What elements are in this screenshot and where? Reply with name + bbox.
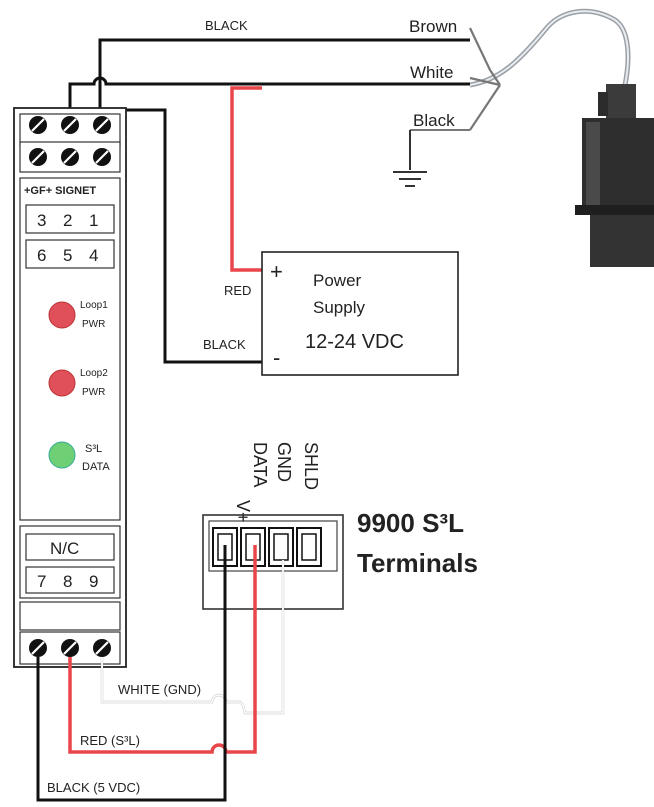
terminal-a-1: 1 xyxy=(89,211,98,230)
pin-gnd-label: GND xyxy=(274,442,294,482)
wire-white-signal xyxy=(68,76,470,122)
screw-top-5 xyxy=(61,148,79,166)
sensor-neck xyxy=(606,84,636,120)
s3l-title-line1: 9900 S³L xyxy=(357,508,464,538)
terminal-label-box-a xyxy=(25,204,115,234)
wire-black-to-minus xyxy=(108,108,262,364)
sensor-neck-shade xyxy=(598,92,608,116)
terminal-b-6: 6 xyxy=(37,246,46,265)
terminal-b-5: 5 xyxy=(63,246,72,265)
nc-label-box xyxy=(25,533,115,561)
ps-minus: - xyxy=(273,345,280,370)
label-black-5vdc: BLACK (5 VDC) xyxy=(47,780,140,795)
bottom-terminal-spacer xyxy=(19,601,121,631)
screw-top-2 xyxy=(61,116,79,134)
label-red-s3l: RED (S³L) xyxy=(80,733,140,748)
label-black-ps: BLACK xyxy=(203,337,246,352)
lead-white xyxy=(469,76,501,87)
screw-bottom-9 xyxy=(93,639,111,657)
ps-line2: Supply xyxy=(313,298,365,317)
led-loop1-pwr xyxy=(48,301,76,329)
pin-vplus-label: V+ xyxy=(233,500,253,523)
ps-voltage: 12-24 VDC xyxy=(305,331,404,353)
screw-top-6 xyxy=(29,148,47,166)
ps-line1: Power xyxy=(313,271,362,290)
terminal-a-3: 3 xyxy=(37,211,46,230)
screw-top-3 xyxy=(29,116,47,134)
terminal-a-2: 2 xyxy=(63,211,72,230)
led1-label-2: PWR xyxy=(82,319,105,330)
power-supply-box xyxy=(261,251,459,376)
led3-label-1: S³L xyxy=(85,443,102,455)
screw-top-4 xyxy=(93,148,111,166)
terminal-b-4: 4 xyxy=(89,246,98,265)
s3l-slot-data-inner xyxy=(245,533,261,561)
terminal-c-9: 9 xyxy=(89,572,98,591)
led-loop2-pwr xyxy=(48,369,76,397)
ground-icon xyxy=(393,129,470,187)
pin-data-label: DATA xyxy=(250,442,270,487)
label-brown: Brown xyxy=(409,17,457,36)
screw-bottom-7 xyxy=(29,639,47,657)
brand-label: +GF+ SIGNET xyxy=(24,185,96,197)
led-s3l-data xyxy=(48,441,76,469)
wire-red-to-plus xyxy=(230,86,262,272)
s3l-slot-gnd-inner xyxy=(273,533,289,561)
led2-label-2: PWR xyxy=(82,387,105,398)
terminal-label-box-c xyxy=(25,566,115,594)
signet-module: +GF+ SIGNET 3 2 1 6 5 4 Loop1 PWR Loop2 … xyxy=(13,107,127,668)
nc-label: N/C xyxy=(50,539,79,558)
terminal-label-box-b xyxy=(25,239,115,269)
sensor-rim xyxy=(575,205,654,215)
sensor-cable-highlight xyxy=(469,10,629,86)
lead-black xyxy=(469,84,501,131)
terminal-c-7: 7 xyxy=(37,572,46,591)
s3l-title-line2: Terminals xyxy=(357,548,478,578)
led2-label-1: Loop2 xyxy=(80,368,108,379)
screw-top-1 xyxy=(93,116,111,134)
s3l-slot-shld-inner xyxy=(301,533,317,561)
sensor xyxy=(469,8,654,267)
label-white: White xyxy=(410,63,453,82)
label-white-gnd: WHITE (GND) xyxy=(118,682,201,697)
label-black: Black xyxy=(413,111,455,130)
wire-white-gnd xyxy=(101,560,284,714)
ps-plus: + xyxy=(270,259,283,284)
pin-shld-label: SHLD xyxy=(301,442,321,490)
wire-black-5vdc xyxy=(36,545,227,802)
power-supply: + - Power Supply 12-24 VDC xyxy=(261,251,459,376)
sensor-tip xyxy=(590,215,654,267)
lead-brown xyxy=(469,27,501,86)
label-black-top: BLACK xyxy=(205,18,248,33)
sensor-body-highlight xyxy=(586,122,600,212)
terminal-c-8: 8 xyxy=(63,572,72,591)
led1-label-1: Loop1 xyxy=(80,300,108,311)
wire-black-to-brown xyxy=(98,38,470,122)
screw-bottom-8 xyxy=(61,639,79,657)
label-red-ps: RED xyxy=(224,283,251,298)
led3-label-2: DATA xyxy=(82,461,110,473)
